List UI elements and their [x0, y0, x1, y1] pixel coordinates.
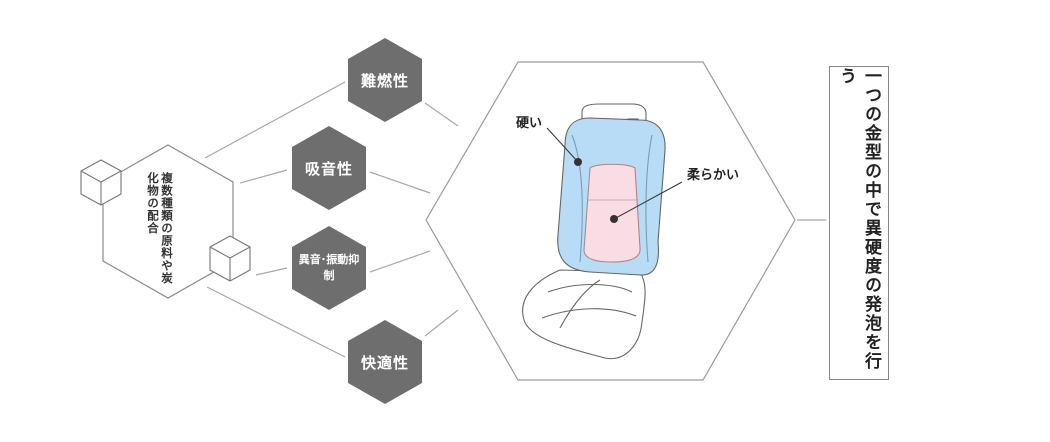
seat-illustration [522, 103, 666, 360]
connector-source-vibration [255, 267, 288, 276]
result-text: 一つの金型の中で異硬度の発泡を行う [836, 67, 881, 371]
source-label: 複数種類の原料や炭化物の配合 [146, 172, 174, 285]
result-box: 一つの金型の中で異硬度の発泡を行う [829, 66, 889, 380]
connector-comfort-seat [424, 309, 459, 337]
connector-flame-seat [424, 102, 459, 127]
connector-source-comfort [206, 286, 346, 358]
hard-label: 硬い [516, 116, 543, 131]
cube-icon-bottom [209, 235, 251, 282]
soft-label: 柔らかい [687, 168, 740, 183]
cube-icon-top [80, 159, 122, 206]
hex-vibration-suppression [292, 226, 366, 310]
seat-cushion [522, 269, 646, 360]
connector-source-flame [204, 81, 346, 159]
property-label-vibration-suppression: 異音･振動抑制 [298, 253, 360, 282]
property-label-flame-retardant: 難燃性 [360, 71, 409, 90]
hex-comfort [348, 320, 422, 404]
property-label-sound-absorption: 吸音性 [304, 159, 353, 178]
connector-source-sound [239, 169, 288, 184]
connector-sound-seat [369, 171, 431, 194]
property-label-comfort: 快適性 [360, 353, 409, 372]
hex-sound-absorption [292, 126, 366, 210]
hex-flame-retardant [348, 38, 422, 122]
seat-soft-zone [583, 163, 641, 263]
connector-vibration-seat [369, 250, 431, 273]
callout-soft [610, 181, 683, 223]
callout-hard [546, 127, 582, 166]
